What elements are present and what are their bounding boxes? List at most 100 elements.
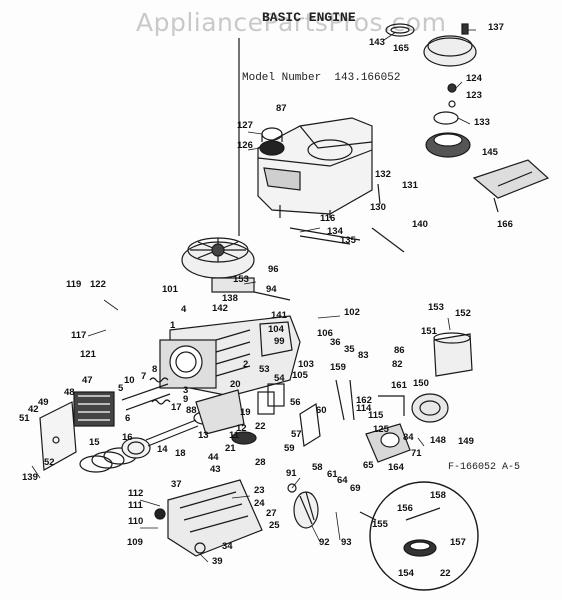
- part-label-64: 64: [337, 475, 348, 486]
- part-label-159: 159: [330, 362, 346, 373]
- part-label-127: 127: [237, 120, 253, 131]
- part-label-5: 5: [118, 383, 124, 394]
- part-label-132: 132: [375, 169, 391, 180]
- part-label-154: 154: [398, 568, 415, 579]
- part-label-166: 166: [497, 219, 513, 230]
- part-label-15: 15: [89, 437, 100, 448]
- part-label-142: 142: [212, 303, 228, 314]
- model-number-label: Model Number: [242, 72, 322, 84]
- part-label-87: 87: [276, 103, 287, 114]
- governor-parts-drawing: [257, 379, 355, 448]
- part-label-83: 83: [358, 350, 369, 361]
- crankcase-base-drawing: [154, 479, 263, 557]
- part-label-139: 139: [22, 472, 38, 483]
- carburetor-drawing: [365, 393, 449, 463]
- part-label-59: 59: [284, 443, 295, 454]
- detail-inset-drawing: [359, 481, 479, 591]
- part-label-114: 114: [356, 403, 372, 414]
- oil-fill-drawing: [287, 483, 319, 529]
- part-label-3: 3: [183, 385, 188, 396]
- part-label-123: 123: [466, 90, 482, 101]
- part-label-2: 2: [243, 359, 248, 370]
- part-label-155: 155: [372, 519, 389, 530]
- flywheel-drawing: [181, 237, 255, 279]
- part-label-125: 125: [373, 424, 390, 435]
- part-label-145: 145: [482, 147, 499, 158]
- part-label-93: 93: [341, 537, 352, 548]
- part-label-84: 84: [403, 432, 414, 443]
- part-label-92: 92: [319, 537, 330, 548]
- part-label-36: 36: [330, 337, 341, 348]
- starter-cup-drawing: [425, 111, 471, 158]
- part-label-20: 20: [230, 379, 241, 390]
- part-label-86: 86: [394, 345, 405, 356]
- part-label-138: 138: [222, 293, 238, 304]
- part-label-94: 94: [266, 284, 277, 295]
- part-label-151: 151: [421, 326, 438, 337]
- part-label-19: 19: [240, 407, 251, 418]
- model-number-value: 143.166052: [334, 72, 401, 84]
- cylinder-head-drawing: [39, 391, 115, 471]
- part-label-17: 17: [171, 402, 182, 413]
- part-label-103: 103: [298, 359, 314, 370]
- part-label-71: 71: [411, 448, 422, 459]
- part-label-106: 106: [317, 328, 333, 339]
- part-label-112: 112: [128, 488, 143, 499]
- part-label-126: 126: [237, 140, 253, 151]
- part-label-6: 6: [125, 413, 130, 424]
- part-label-27: 27: [266, 508, 277, 519]
- piston-rings-drawing: [79, 437, 151, 473]
- part-label-165: 165: [393, 43, 410, 54]
- part-label-12: 12: [236, 423, 247, 434]
- part-label-34: 34: [222, 541, 233, 552]
- model-number-line: Model Number 143.166052: [242, 72, 400, 84]
- part-label-25: 25: [269, 520, 280, 531]
- part-label-21: 21: [225, 443, 236, 454]
- part-label-10: 10: [124, 375, 135, 386]
- part-label-101: 101: [162, 284, 179, 295]
- part-label-9: 9: [183, 394, 188, 405]
- fuel-cap-drawing: [259, 127, 285, 156]
- ignition-module-drawing: [211, 277, 291, 301]
- diagram-title: BASIC ENGINE: [262, 10, 356, 25]
- part-label-23: 23: [254, 485, 265, 496]
- valve-train-drawing: [121, 377, 171, 411]
- part-label-99: 99: [274, 336, 285, 347]
- part-label-153: 153: [233, 274, 249, 285]
- part-label-56: 56: [290, 397, 301, 408]
- recoil-starter-drawing: [385, 23, 477, 108]
- part-label-53: 53: [259, 364, 270, 375]
- muffler-drawing: [433, 332, 473, 377]
- part-label-22: 22: [440, 568, 451, 579]
- part-label-124: 124: [466, 73, 483, 84]
- part-label-96: 96: [268, 264, 279, 275]
- part-label-39: 39: [212, 556, 223, 567]
- part-label-137: 137: [488, 22, 504, 33]
- part-label-61: 61: [327, 469, 338, 480]
- part-label-110: 110: [128, 516, 143, 527]
- part-label-88: 88: [186, 405, 197, 416]
- part-label-130: 130: [370, 202, 386, 213]
- part-label-37: 37: [171, 479, 182, 490]
- part-label-65: 65: [363, 460, 374, 471]
- part-label-111: 111: [128, 500, 144, 511]
- throttle-linkage-drawing: [289, 183, 405, 253]
- part-label-22: 22: [255, 421, 266, 432]
- part-label-8: 8: [152, 364, 157, 375]
- part-label-49: 49: [38, 397, 49, 408]
- cylinder-block-drawing: [159, 315, 301, 397]
- part-label-109: 109: [127, 537, 143, 548]
- part-label-11: 11: [229, 430, 240, 441]
- part-label-148: 148: [430, 435, 446, 446]
- part-label-141: 141: [271, 310, 288, 321]
- part-label-104: 104: [268, 324, 285, 335]
- part-label-121: 121: [80, 349, 97, 360]
- part-label-135: 135: [340, 235, 357, 246]
- part-label-47: 47: [82, 375, 93, 386]
- part-label-1: 1: [170, 320, 176, 331]
- part-label-149: 149: [458, 436, 474, 447]
- part-label-28: 28: [255, 457, 266, 468]
